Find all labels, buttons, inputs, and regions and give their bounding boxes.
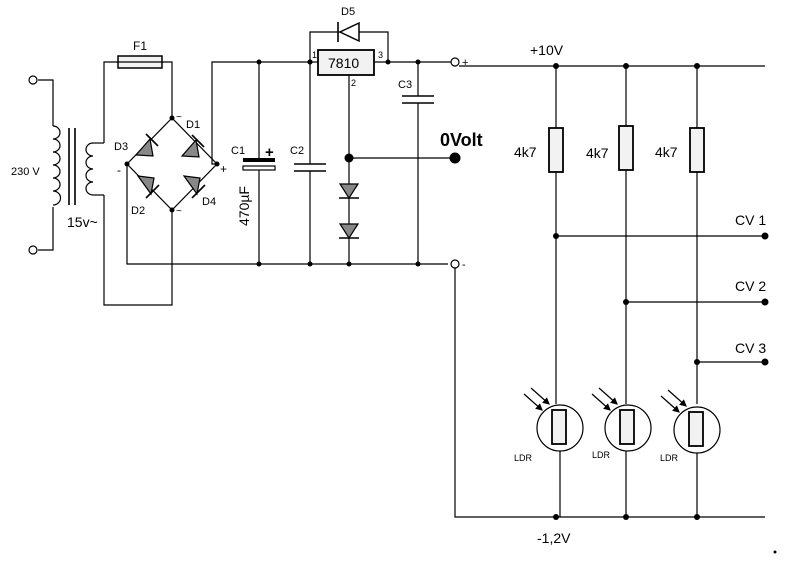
minus-rail: -1,2V xyxy=(454,268,765,546)
capacitor-c3: C3 xyxy=(398,59,434,267)
diode-d4 xyxy=(182,175,206,199)
out-plus-label: + xyxy=(462,57,468,69)
cap-c1-label: C1 xyxy=(231,145,245,157)
mains-terminal-top xyxy=(28,75,38,85)
diode-d1-label: D1 xyxy=(186,119,200,131)
ldr-2 xyxy=(591,387,652,452)
output-terminals: + - xyxy=(450,57,468,271)
secondary-wiring xyxy=(103,61,173,306)
resistor-2 xyxy=(618,125,634,171)
cv-1-label: CV 1 xyxy=(735,212,766,228)
mains-voltage-label: 230 V xyxy=(11,166,40,178)
regulator-label: 7810 xyxy=(328,55,359,71)
fuse-f1: F1 xyxy=(117,39,163,69)
diode-d3 xyxy=(134,133,159,157)
diode-ground-2 xyxy=(338,223,360,240)
output-terminal-plus xyxy=(450,57,460,67)
regulator-pin-3: 3 xyxy=(378,50,383,60)
bridge-plus-label: + xyxy=(220,162,227,176)
ldr-3-label: LDR xyxy=(660,453,679,463)
cv-3-label: CV 3 xyxy=(735,340,766,356)
cap-c1-plus: + xyxy=(265,144,274,161)
resistor-1 xyxy=(548,127,564,173)
divider-branch-1: 4k7 CV 1 LDR xyxy=(514,66,769,517)
output-terminal-minus xyxy=(450,259,460,269)
bridge-minus-label: - xyxy=(117,163,121,177)
divider-branch-2: 4k7 CV 2 LDR xyxy=(586,66,769,517)
out-minus-label: - xyxy=(462,259,466,271)
diode-d4-label: D4 xyxy=(202,196,216,208)
secondary-voltage-label: 15v~ xyxy=(67,214,98,230)
ac-top-label: ~ xyxy=(176,112,182,123)
resistor-2-label: 4k7 xyxy=(586,145,609,161)
regulator-pin-2: 2 xyxy=(351,78,356,88)
rail-plus-label: +10V xyxy=(530,42,564,58)
diode-d2 xyxy=(136,175,160,199)
diode-d2-label: D2 xyxy=(131,205,145,217)
resistor-1-label: 4k7 xyxy=(514,144,537,160)
ac-bottom-label: ~ xyxy=(176,206,182,217)
plus-rail: +10V xyxy=(459,42,765,69)
cap-c1-value: 470µF xyxy=(236,186,252,226)
fuse-label: F1 xyxy=(133,39,147,53)
regulator-pin-1: 1 xyxy=(312,50,317,60)
resistor-3 xyxy=(689,127,705,173)
bridge-rectifier: D1 D2 D3 D4 ~ ~ + - xyxy=(114,112,227,217)
regulator-ground-diodes: 0Volt xyxy=(338,75,483,267)
mains-terminal-bottom xyxy=(28,245,38,255)
resistor-3-label: 4k7 xyxy=(655,144,678,160)
diode-ground-1 xyxy=(338,183,360,200)
bridge-output-wiring xyxy=(126,61,448,265)
diode-d1 xyxy=(180,134,205,158)
regulator-7810: 7810 1 3 2 xyxy=(307,49,455,88)
rail-minus-label: -1,2V xyxy=(537,530,571,546)
cv-2-label: CV 2 xyxy=(735,278,766,294)
cap-c3-label: C3 xyxy=(398,79,412,91)
diode-d5: D5 xyxy=(309,6,389,62)
ldr-3 xyxy=(660,389,721,454)
diode-d5-label: D5 xyxy=(341,6,355,18)
transformer: 230 V 15v~ xyxy=(11,75,104,255)
ldr-2-label: LDR xyxy=(592,450,611,460)
capacitor-c1: C1 + 470µF xyxy=(231,59,276,267)
diode-d3-label: D3 xyxy=(114,141,128,153)
cap-c2-label: C2 xyxy=(290,145,304,157)
ldr-1 xyxy=(523,387,584,452)
divider-branch-3: 4k7 CV 3 LDR xyxy=(655,66,769,517)
capacitor-c2: C2 xyxy=(290,59,326,267)
zero-volt-label: 0Volt xyxy=(440,130,483,150)
ldr-1-label: LDR xyxy=(514,453,533,463)
